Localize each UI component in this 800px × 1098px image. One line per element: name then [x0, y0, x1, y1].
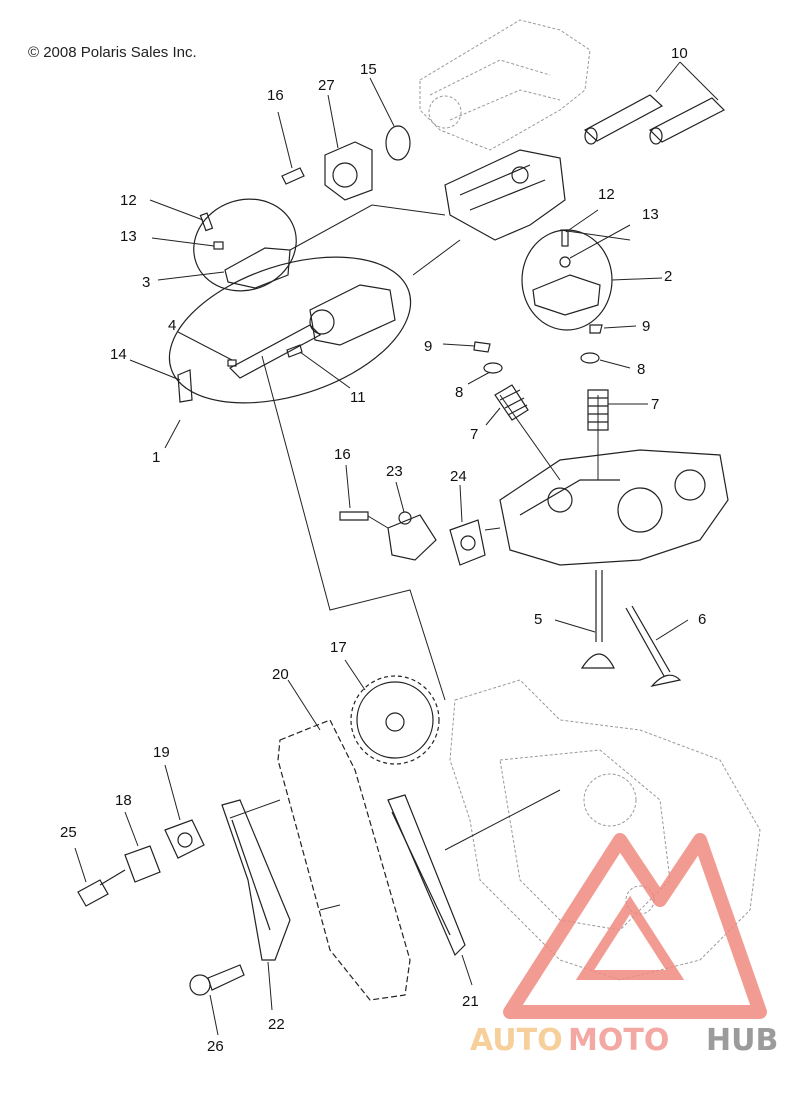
callout-4: 4 [168, 317, 176, 334]
pivot-bolt [189, 964, 245, 1036]
callout-14: 14 [110, 346, 127, 363]
camshaft-assembly [129, 239, 461, 449]
cam-chain [277, 679, 411, 1001]
tensioner-blade [221, 799, 291, 1011]
watermark-logo: AUTO MOTO HUB [470, 833, 778, 1058]
rocker-arm-exhaust [521, 209, 663, 331]
callout-8: 8 [637, 361, 645, 378]
callout-8: 8 [455, 384, 463, 401]
callout-17: 17 [330, 639, 347, 656]
rocker-arm-intake [149, 198, 446, 292]
copyright-notice: © 2008 Polaris Sales Inc. [28, 44, 197, 61]
bolt [277, 111, 305, 185]
chain-tensioner [387, 481, 437, 561]
intake-valve [554, 570, 615, 669]
callout-26: 26 [207, 1038, 224, 1055]
callout-numbers: 10 16 27 15 12 13 3 12 13 2 4 14 11 1 9 … [60, 45, 706, 1055]
callout-1: 1 [152, 449, 160, 466]
rocker-shaft-tubes [583, 61, 726, 145]
callout-6: 6 [698, 611, 706, 628]
tensioner-gasket [449, 484, 501, 566]
callout-9: 9 [424, 338, 432, 355]
watermark-hub: HUB [706, 1023, 778, 1058]
callout-3: 3 [142, 274, 150, 291]
callout-12: 12 [120, 192, 137, 209]
callout-19: 19 [153, 744, 170, 761]
callout-22: 22 [268, 1016, 285, 1033]
watermark-auto: AUTO [470, 1023, 563, 1058]
cylinder-head-cover-ghost [419, 19, 591, 151]
valve-retainers [467, 352, 631, 385]
watermark-moto: MOTO [568, 1023, 669, 1058]
callout-25: 25 [60, 824, 77, 841]
callout-10: 10 [671, 45, 688, 62]
callout-12: 12 [598, 186, 615, 203]
callout-24: 24 [450, 468, 467, 485]
callout-7: 7 [470, 426, 478, 443]
callout-18: 18 [115, 792, 132, 809]
valve-keepers [442, 324, 637, 353]
o-ring [385, 125, 411, 161]
callout-21: 21 [462, 993, 479, 1010]
callout-16: 16 [334, 446, 351, 463]
callout-23: 23 [386, 463, 403, 480]
callout-2: 2 [664, 268, 672, 285]
sprocket-plate [164, 764, 205, 859]
exhaust-valve [625, 605, 689, 687]
callout-16: 16 [267, 87, 284, 104]
camshaft-carrier [444, 149, 566, 241]
callout-13: 13 [642, 206, 659, 223]
sprocket-bolt [74, 847, 126, 907]
callout-27: 27 [318, 77, 335, 94]
chain-guide [387, 794, 473, 986]
callout-5: 5 [534, 611, 542, 628]
callout-13: 13 [120, 228, 137, 245]
callout-11: 11 [350, 389, 366, 406]
camshaft-sprocket [344, 659, 440, 765]
cam-housing [324, 94, 373, 201]
callout-9: 9 [642, 318, 650, 335]
cylinder-head [499, 394, 729, 566]
sprocket-spacer [124, 811, 161, 883]
callout-15: 15 [360, 61, 377, 78]
valve-springs [485, 384, 648, 431]
tensioner-bolt [339, 464, 389, 529]
reference-lines [229, 355, 561, 911]
callout-7: 7 [651, 396, 659, 413]
callout-20: 20 [272, 666, 289, 683]
